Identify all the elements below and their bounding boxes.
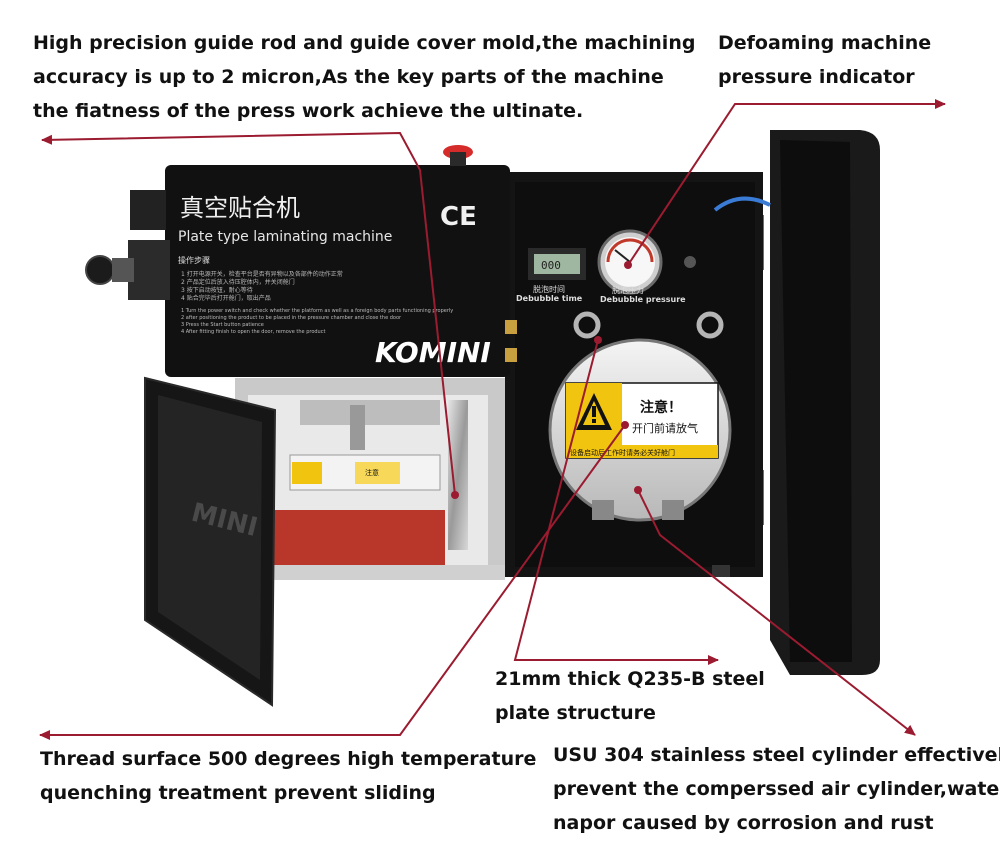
top-control-unit: 真空贴合机 Plate type laminating machine CE 操… — [85, 145, 517, 377]
arrow-steel-plate — [513, 339, 719, 665]
arrow-cylinder — [637, 489, 916, 736]
callout-thread-surface: Thread surface 500 degrees high temperat… — [40, 742, 536, 810]
instruction-en-3: 3 Press the Start button patience — [181, 322, 264, 328]
callout-arrows — [39, 99, 946, 740]
instruction-cn-2: 2 产品定位后放入待压腔体内，并关闭舱门 — [181, 278, 295, 286]
callout-thread-line-1: Thread surface 500 degrees high temperat… — [40, 748, 537, 770]
ce-mark: CE — [440, 202, 477, 232]
guide-rod — [448, 400, 468, 550]
callout-guide-rod-line-2: accuracy is up to 2 micron,As the key pa… — [33, 66, 664, 88]
timer-label-en: Debubble time — [516, 294, 583, 303]
instruction-cn-3: 3 按下启动按钮，耐心等待 — [181, 286, 253, 294]
warning-text: 开门前请放气 — [632, 421, 698, 435]
timer-label-cn: 脱泡时间 — [533, 284, 565, 294]
warning-title: 注意！ — [640, 399, 682, 416]
callout-cylinder-line-2: prevent the comperssed air cylinder,wate… — [553, 778, 1000, 800]
instructions-heading: 操作步骤 — [178, 255, 210, 265]
callout-pressure-indicator: Defoaming machine pressure indicator — [718, 26, 931, 94]
label-warning-text: 注意 — [365, 468, 379, 477]
hot-warning-label — [355, 462, 400, 484]
instruction-cn-1: 1 打开电源开关，检查平台是否有异物以及各部件的动作正常 — [181, 270, 343, 278]
left-door: MINI — [144, 376, 277, 707]
arrow-guide-rod — [41, 131, 456, 496]
gauge-needle — [614, 249, 631, 263]
callout-guide-rod: High precision guide rod and guide cover… — [33, 26, 695, 128]
arrow-pressure-indicator — [627, 99, 946, 266]
callout-guide-rod-line-1: High precision guide rod and guide cover… — [33, 32, 696, 54]
pressure-label-cn: 脱泡压力 — [612, 285, 644, 295]
instruction-en-4: 4 After fitting finish to open the door,… — [181, 329, 325, 335]
callout-pressure-line-1: Defoaming machine — [718, 32, 932, 54]
pressure-label-en: Debubble pressure — [600, 295, 686, 304]
indicator-button[interactable] — [684, 256, 696, 268]
right-cabinet: 000 脱泡时间 Debubble time 脱泡压力 Debubble pre… — [505, 172, 771, 577]
machine-title-en: Plate type laminating machine — [178, 229, 392, 245]
timer-display — [534, 254, 580, 274]
callout-pressure-line-2: pressure indicator — [718, 66, 915, 88]
callout-steel-plate: 21mm thick Q235-B steel plate structure — [495, 662, 765, 730]
instruction-cn-4: 4 贴合完毕后打开舱门，取出产品 — [181, 294, 271, 302]
pressure-regulator-knob[interactable] — [85, 255, 115, 285]
callout-steel-line-2: plate structure — [495, 702, 656, 724]
callout-cylinder: USU 304 stainless steel cylinder effecti… — [553, 738, 1000, 840]
brand-logo: KOMINI — [375, 336, 491, 369]
instruction-en-2: 2 after positioning the product to be pl… — [181, 315, 402, 321]
arrow-thread-surface — [39, 424, 626, 740]
callout-thread-line-2: quenching treatment prevent sliding — [40, 782, 436, 804]
callout-guide-rod-line-3: the fiatness of the press work achieve t… — [33, 100, 584, 122]
instruction-en-1: 1 Turn the power switch and check whethe… — [181, 308, 453, 314]
heating-pad — [255, 510, 445, 565]
callout-cylinder-line-3: napor caused by corrosion and rust — [553, 812, 934, 834]
callout-cylinder-line-1: USU 304 stainless steel cylinder effecti… — [553, 744, 1000, 766]
warning-footer: 设备启动后工作时请务必关好舱门 — [570, 448, 675, 457]
callout-steel-line-1: 21mm thick Q235-B steel — [495, 668, 765, 690]
machine-title-cn: 真空贴合机 — [180, 194, 300, 222]
timer-value: 000 — [541, 259, 561, 272]
